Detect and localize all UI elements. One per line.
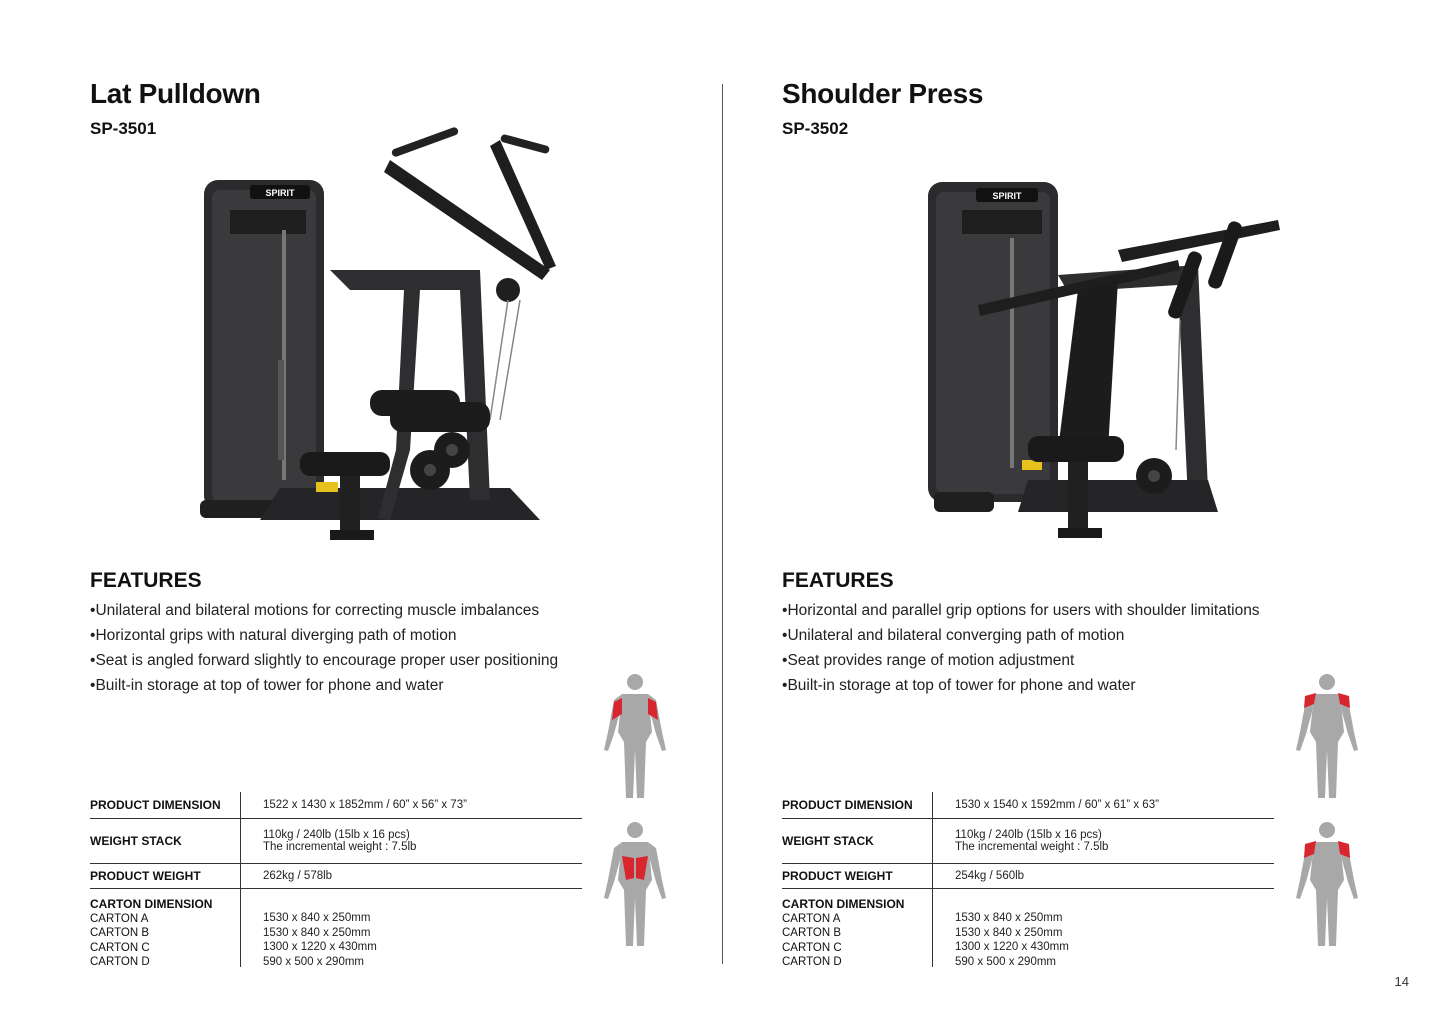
features-list: Unilateral and bilateral motions for cor…: [90, 598, 558, 698]
spec-value: 1530 x 1540 x 1592mm / 60” x 61” x 63”: [955, 799, 1159, 811]
lat-pulldown-machine-image: SPIRIT: [200, 127, 556, 540]
spec-label: CARTON DIMENSION CARTON A CARTON B CARTO…: [782, 897, 905, 968]
spec-label: CARTON DIMENSION CARTON A CARTON B CARTO…: [90, 897, 213, 968]
feature-item: Seat is angled forward slightly to encou…: [90, 648, 558, 673]
feature-item: Unilateral and bilateral converging path…: [782, 623, 1260, 648]
brand-logo: SPIRIT: [265, 188, 295, 198]
spec-label: PRODUCT DIMENSION: [782, 798, 913, 812]
muscle-diagram-front-icon: [604, 674, 666, 798]
feature-item: Built-in storage at top of tower for pho…: [90, 673, 558, 698]
column-divider: [722, 84, 723, 964]
features-list: Horizontal and parallel grip options for…: [782, 598, 1260, 698]
spec-table: PRODUCT DIMENSION 1530 x 1540 x 1592mm /…: [782, 792, 1274, 968]
product-panel-shoulder-press: Shoulder Press SP-3502 SPIRIT FEATURES H…: [782, 0, 1402, 1022]
product-panel-lat-pulldown: Lat Pulldown SP-3501 SPIRIT: [90, 0, 710, 1022]
spec-row-product-weight: PRODUCT WEIGHT 254kg / 560lb: [782, 864, 1274, 889]
spec-label: PRODUCT WEIGHT: [782, 869, 893, 883]
spec-row-weight-stack: WEIGHT STACK 110kg / 240lb (15lb x 16 pc…: [782, 819, 1274, 864]
feature-item: Built-in storage at top of tower for pho…: [782, 673, 1260, 698]
product-title: Lat Pulldown: [90, 78, 261, 109]
muscle-diagram-back-icon: [1296, 822, 1358, 946]
spec-value: 110kg / 240lb (15lb x 16 pcs) The increm…: [263, 829, 417, 853]
spec-label: PRODUCT DIMENSION: [90, 798, 221, 812]
brand-logo: SPIRIT: [992, 191, 1022, 201]
spec-label: WEIGHT STACK: [782, 834, 874, 848]
spec-table: PRODUCT DIMENSION 1522 x 1430 x 1852mm /…: [90, 792, 582, 968]
spec-value: 1522 x 1430 x 1852mm / 60” x 56” x 73”: [263, 799, 467, 811]
spec-row-carton-dimension: CARTON DIMENSION CARTON A CARTON B CARTO…: [90, 889, 582, 968]
spec-value: 1530 x 840 x 250mm 1530 x 840 x 250mm 13…: [263, 912, 377, 968]
spec-value: 262kg / 578lb: [263, 870, 333, 882]
page-number: 14: [1394, 974, 1409, 989]
spec-value: 254kg / 560lb: [955, 870, 1025, 882]
spec-row-weight-stack: WEIGHT STACK 110kg / 240lb (15lb x 16 pc…: [90, 819, 582, 864]
spec-value: 110kg / 240lb (15lb x 16 pcs) The increm…: [955, 829, 1109, 853]
product-model: SP-3501: [90, 119, 157, 138]
spec-row-product-weight: PRODUCT WEIGHT 262kg / 578lb: [90, 864, 582, 889]
spec-value: 1530 x 840 x 250mm 1530 x 840 x 250mm 13…: [955, 912, 1069, 968]
muscle-diagram-front-icon: [1296, 674, 1358, 798]
feature-item: Horizontal grips with natural diverging …: [90, 623, 558, 648]
features-heading: FEATURES: [782, 569, 894, 592]
feature-item: Seat provides range of motion adjustment: [782, 648, 1260, 673]
spec-label: PRODUCT WEIGHT: [90, 869, 201, 883]
features-heading: FEATURES: [90, 569, 202, 592]
product-model: SP-3502: [782, 119, 849, 138]
feature-item: Horizontal and parallel grip options for…: [782, 598, 1259, 623]
spec-row-product-dimension: PRODUCT DIMENSION 1522 x 1430 x 1852mm /…: [90, 792, 582, 819]
product-title: Shoulder Press: [782, 78, 984, 109]
feature-item: Unilateral and bilateral motions for cor…: [90, 598, 558, 623]
spec-row-product-dimension: PRODUCT DIMENSION 1530 x 1540 x 1592mm /…: [782, 792, 1274, 819]
spec-label: WEIGHT STACK: [90, 834, 182, 848]
muscle-diagram-back-icon: [604, 822, 666, 946]
shoulder-press-machine-image: SPIRIT: [928, 182, 1280, 538]
spec-row-carton-dimension: CARTON DIMENSION CARTON A CARTON B CARTO…: [782, 889, 1274, 968]
